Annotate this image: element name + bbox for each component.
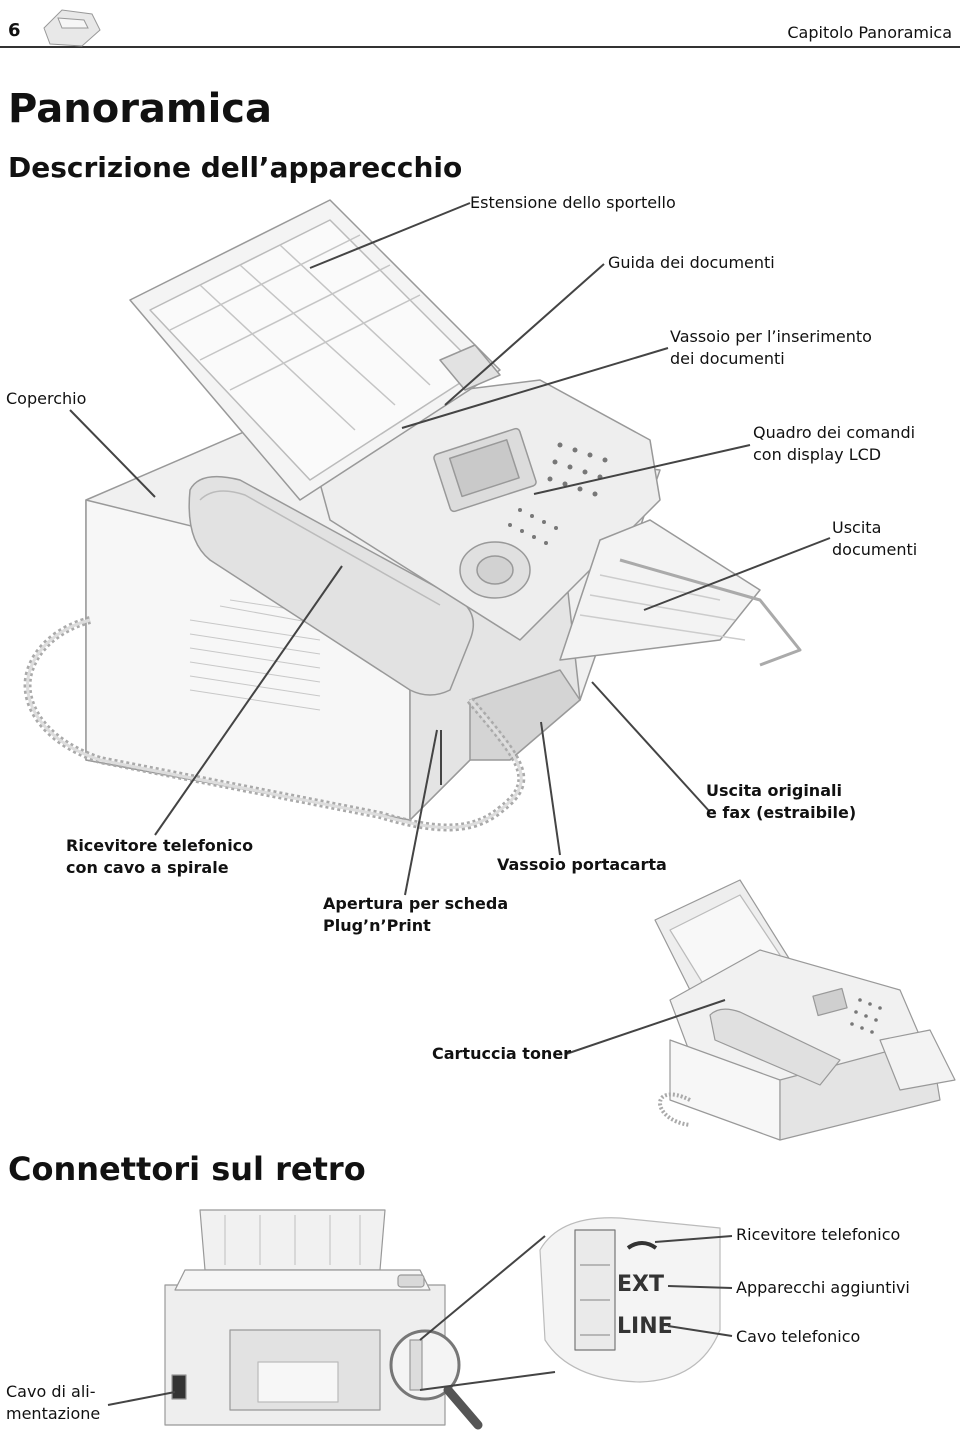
label-card-slot-1: Apertura per scheda [323,894,509,913]
page-title: Panoramica [8,86,273,132]
toner-leader-line [565,999,726,1055]
label-rear-phone-cable: Cavo telefonico [736,1327,861,1346]
label-originals-output-1: Uscita originali [706,781,842,800]
label-paper-tray: Vassoio portacarta [497,855,667,874]
main-leader-lines [69,202,831,896]
rear-leader-lines [107,1235,733,1406]
label-rear-ext-devices: Apparecchi aggiuntivi [736,1278,910,1297]
header-rule [0,46,960,48]
label-rear-handset: Ricevitore telefonico [736,1225,901,1244]
small-fax-open-illustration [654,879,956,1141]
label-toner: Cartuccia toner [432,1044,572,1063]
label-document-output-2: documenti [832,540,918,559]
label-power-cable-2: mentazione [6,1404,101,1423]
rear-view-illustration [164,1209,721,1430]
label-power-cable-1: Cavo di ali- [6,1382,96,1401]
label-handset-1: Ricevitore telefonico [66,836,254,855]
label-document-tray-1: Vassoio per l’inserimento [670,327,872,346]
line-jack-label: LINE [617,1314,673,1339]
label-originals-output-2: e fax (estraibile) [706,803,857,822]
page-subtitle: Descrizione dell’apparecchio [8,151,463,184]
page-number: 6 [8,20,21,41]
main-fax-illustration [23,199,802,832]
label-document-output-1: Uscita [832,518,882,537]
label-card-slot-2: Plug’n’Print [323,916,431,935]
header-fax-icon [43,9,101,47]
label-cover: Coperchio [6,389,87,408]
chapter-title: Capitolo Panoramica [787,23,952,42]
label-door-extension: Estensione dello sportello [470,193,676,212]
section-rear-connectors-title: Connettori sul retro [8,1150,366,1188]
label-control-panel-2: con display LCD [753,445,882,464]
label-document-tray-2: dei documenti [670,349,785,368]
handset-icon [626,1241,658,1250]
label-document-guide: Guida dei documenti [608,253,775,272]
ext-jack-label: EXT [617,1272,664,1297]
label-handset-2: con cavo a spirale [66,858,229,877]
label-control-panel-1: Quadro dei comandi [753,423,916,442]
